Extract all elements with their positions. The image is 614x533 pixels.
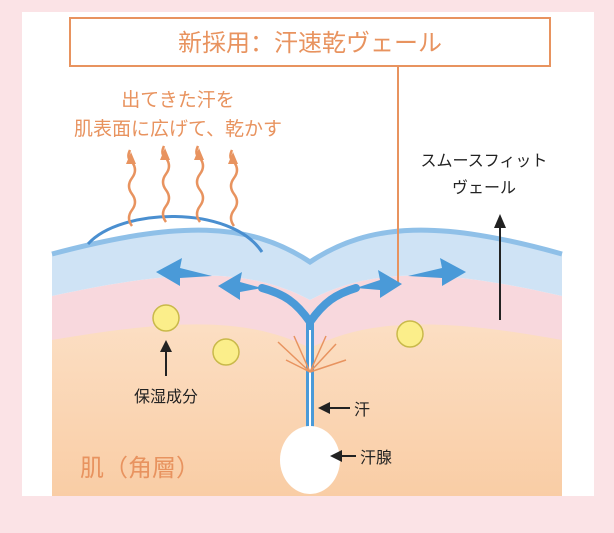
moisture-arrow xyxy=(160,340,172,376)
sweat-gland-label: 汗腺 xyxy=(360,448,392,467)
smooth-fit-label-1: スムースフィット xyxy=(421,151,548,170)
sweat-arrow xyxy=(318,402,350,414)
caption-line-1: 出てきた汗を xyxy=(121,89,234,111)
caption-line-2: 肌表面に広げて、乾かす xyxy=(74,118,282,140)
veil-layer xyxy=(52,230,562,300)
heat-wave-arrowheads xyxy=(126,148,238,164)
moisture-label: 保湿成分 xyxy=(134,387,198,406)
veil-edge xyxy=(51,227,563,266)
title: 新採用：汗速乾ヴェール xyxy=(178,29,442,57)
sweat-gland-arrow xyxy=(330,450,356,462)
spread-arrow-icon xyxy=(156,258,466,300)
moisture-droplet-icon xyxy=(152,304,424,366)
evaporation-arrows xyxy=(277,335,347,373)
raised-film xyxy=(86,215,264,253)
smooth-fit-label-2: ヴェール xyxy=(452,178,516,197)
skin-label: 肌（角層） xyxy=(80,454,200,482)
title-box xyxy=(69,17,551,67)
sweat-label: 汗 xyxy=(354,400,370,419)
sweat-gland-icon xyxy=(280,426,340,494)
upward-arrow-icon xyxy=(494,214,506,320)
